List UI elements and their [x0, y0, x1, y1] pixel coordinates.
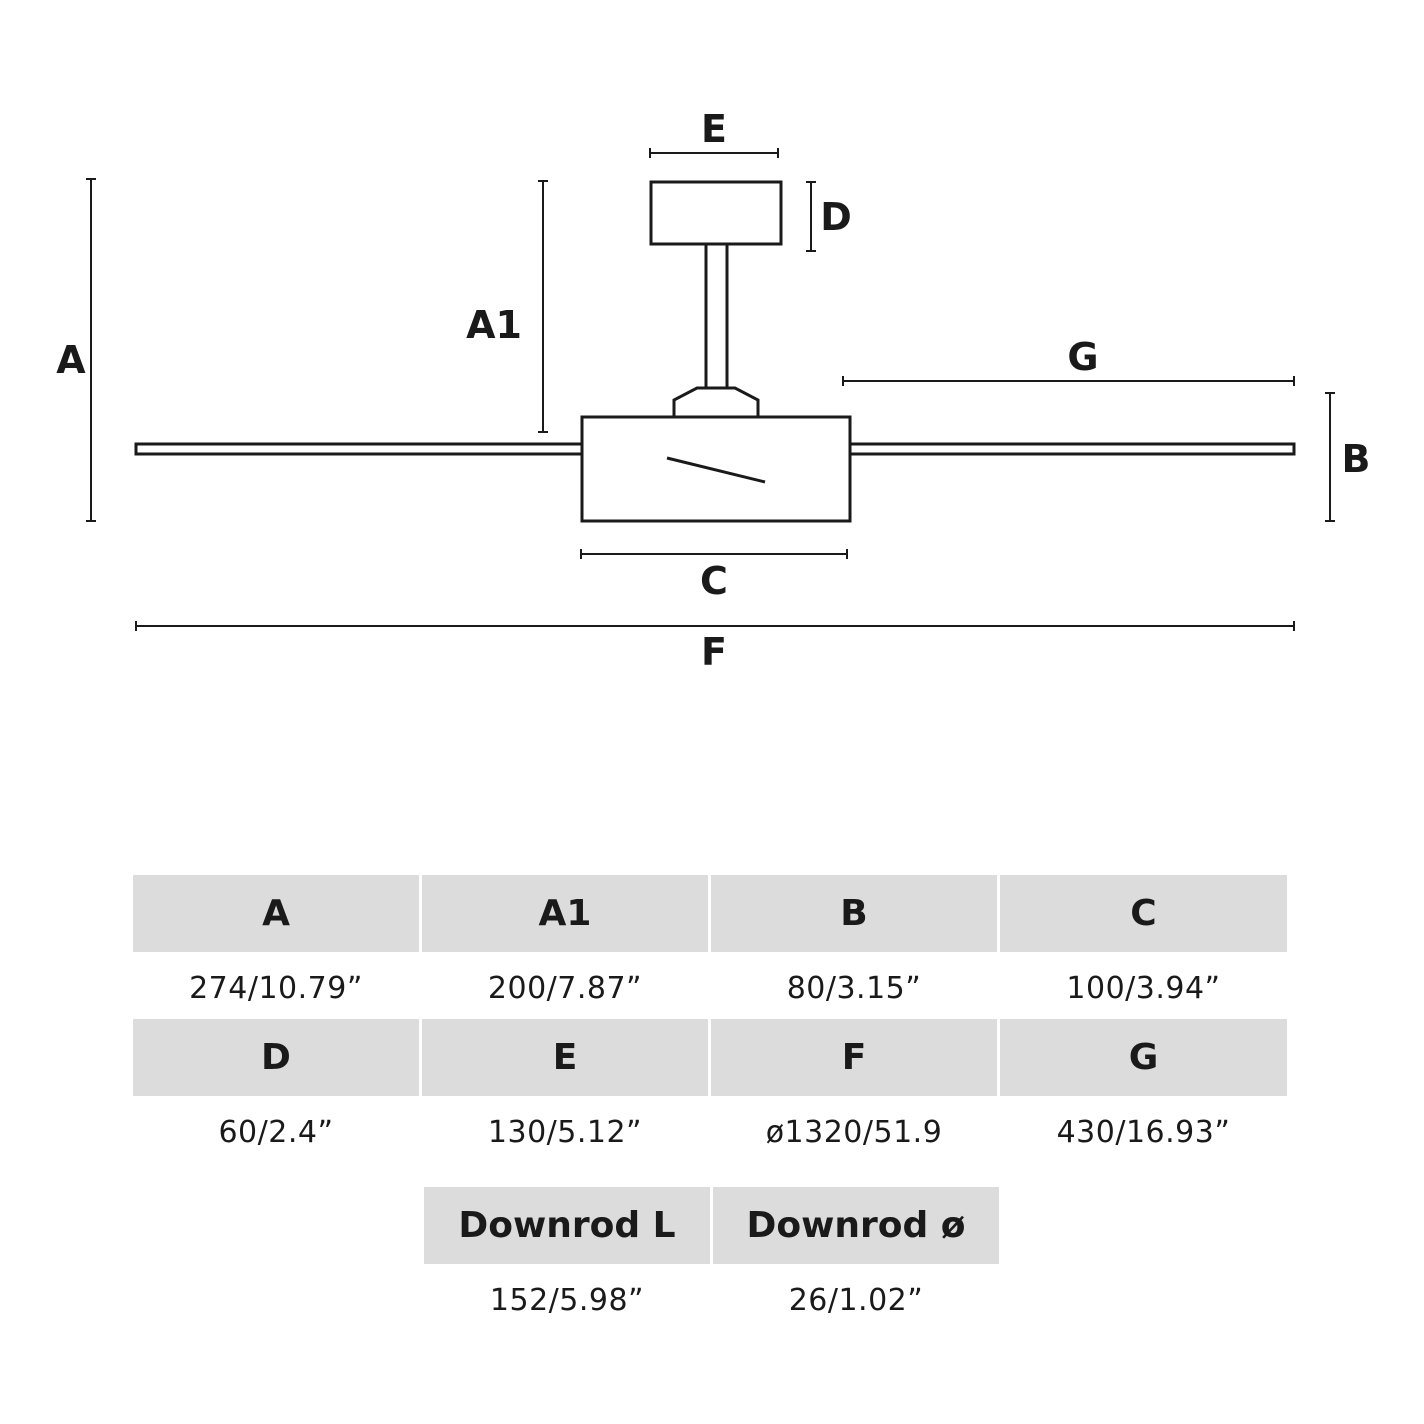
dim-label-g: G — [1067, 335, 1098, 379]
dim-label-e: E — [701, 107, 727, 151]
motor-detail-line — [666, 456, 766, 484]
dim-label-a: A — [56, 338, 86, 382]
motor-housing — [580, 415, 852, 523]
dim-label-b: B — [1342, 437, 1371, 481]
coupler-shape — [672, 386, 760, 417]
canopy-shape — [649, 180, 783, 246]
dim-label-d: D — [820, 195, 852, 239]
left-blade — [134, 442, 584, 456]
dim-label-c: C — [700, 559, 728, 603]
right-blade — [848, 442, 1296, 456]
dim-label-a1: A1 — [466, 303, 522, 347]
dim-label-f: F — [701, 630, 727, 674]
